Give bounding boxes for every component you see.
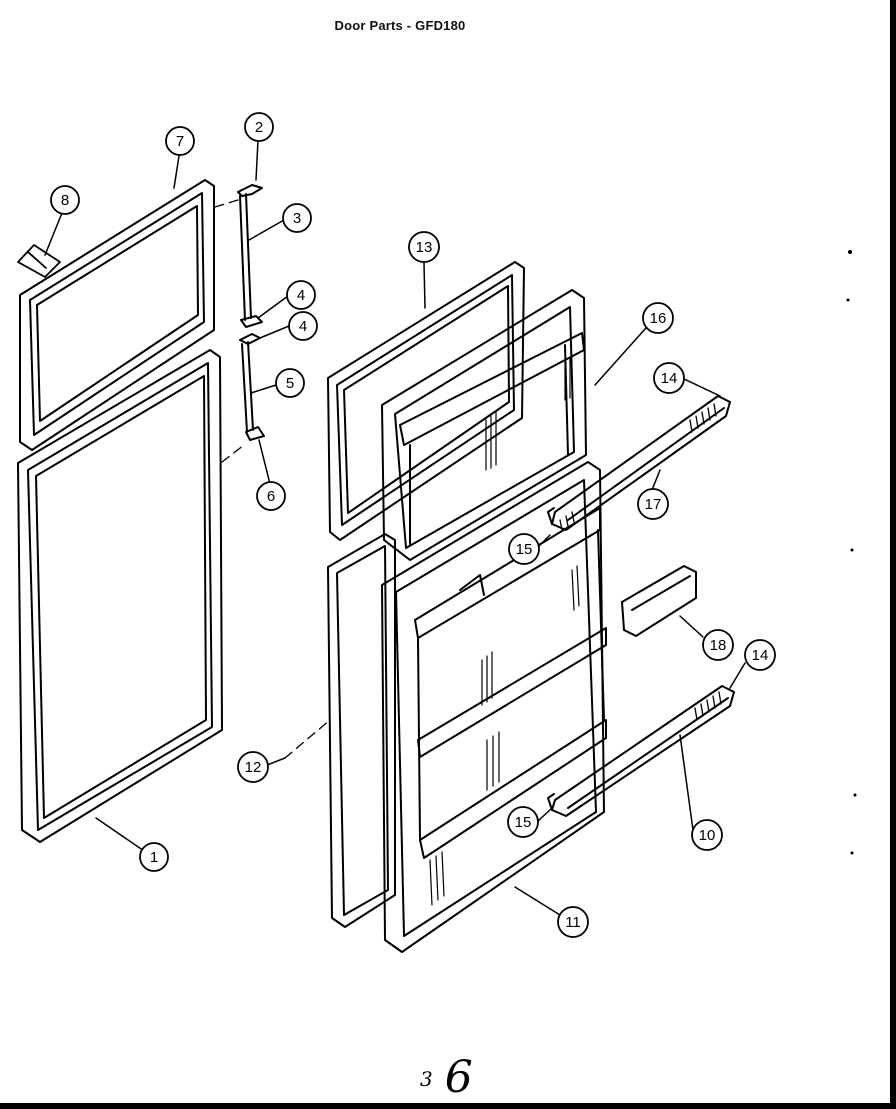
part-8-small-trim [17,244,61,278]
callout-16: 16 [642,302,674,334]
svg-text:14: 14 [661,370,678,387]
callout-14-lower: 14 [744,639,776,671]
callout-3: 3 [282,203,312,233]
callout-6: 6 [256,481,286,511]
lower-door-shelf-10 [547,685,735,817]
svg-text:1: 1 [150,849,158,866]
svg-text:12: 12 [245,759,262,776]
svg-text:4: 4 [299,318,307,335]
svg-text:2: 2 [255,119,263,136]
hinge-dashed-guides [214,199,245,463]
callout-7: 7 [165,126,195,156]
shelf-17-ribbing [559,403,717,531]
callout-17: 17 [637,488,669,520]
callout-8: 8 [50,185,80,215]
shelf-10-ribbing [694,691,722,721]
svg-text:16: 16 [650,310,667,327]
freezer-door-gasket-13 [327,261,525,541]
callout-18: 18 [702,629,734,661]
callout-15-upper: 15 [508,533,540,565]
svg-text:3: 3 [293,210,301,227]
lower-hinge-parts-4-5-6 [239,333,265,441]
svg-text:18: 18 [710,637,727,654]
svg-text:10: 10 [699,827,716,844]
upper-hinge-parts-2-3-4 [237,184,263,328]
svg-text:14: 14 [752,647,769,664]
callout-15-lower: 15 [507,806,539,838]
diagram-title: Door Parts - GFD180 [334,18,466,33]
callout-13: 13 [408,231,440,263]
page-mark-left: 3 [420,1067,433,1091]
callout-4-upper: 4 [286,280,316,310]
svg-text:11: 11 [565,914,581,931]
svg-text:8: 8 [61,192,69,209]
svg-text:15: 15 [515,814,532,831]
callout-12: 12 [237,751,269,783]
callout-5: 5 [275,368,305,398]
callout-11: 11 [557,906,589,938]
callout-2: 2 [244,112,274,142]
freezer-door-liner-16 [381,289,587,561]
svg-text:17: 17 [645,496,662,513]
liner-11-texture [429,565,580,906]
callout-1: 1 [139,842,169,872]
scan-specks [846,250,857,855]
part-18-cover [621,565,697,637]
page-mark-right: 6 [444,1052,473,1103]
callout-10: 10 [691,819,723,851]
svg-text:6: 6 [267,488,275,505]
gasket-12-dashed-guide [284,719,331,759]
svg-text:4: 4 [297,287,305,304]
fresh-food-door-gasket-12 [327,533,396,928]
liner-16-texture [485,356,571,471]
upper-door-gasket-7 [19,179,215,451]
callout-leader-lines [44,139,746,916]
lower-door-gasket-1 [17,349,223,843]
svg-text:15: 15 [516,541,533,558]
svg-text:7: 7 [176,133,184,150]
svg-text:5: 5 [286,375,294,392]
fresh-food-door-liner-11 [381,461,607,953]
callout-4-lower: 4 [288,311,318,341]
svg-text:13: 13 [416,239,433,256]
callout-14-upper: 14 [653,362,685,394]
